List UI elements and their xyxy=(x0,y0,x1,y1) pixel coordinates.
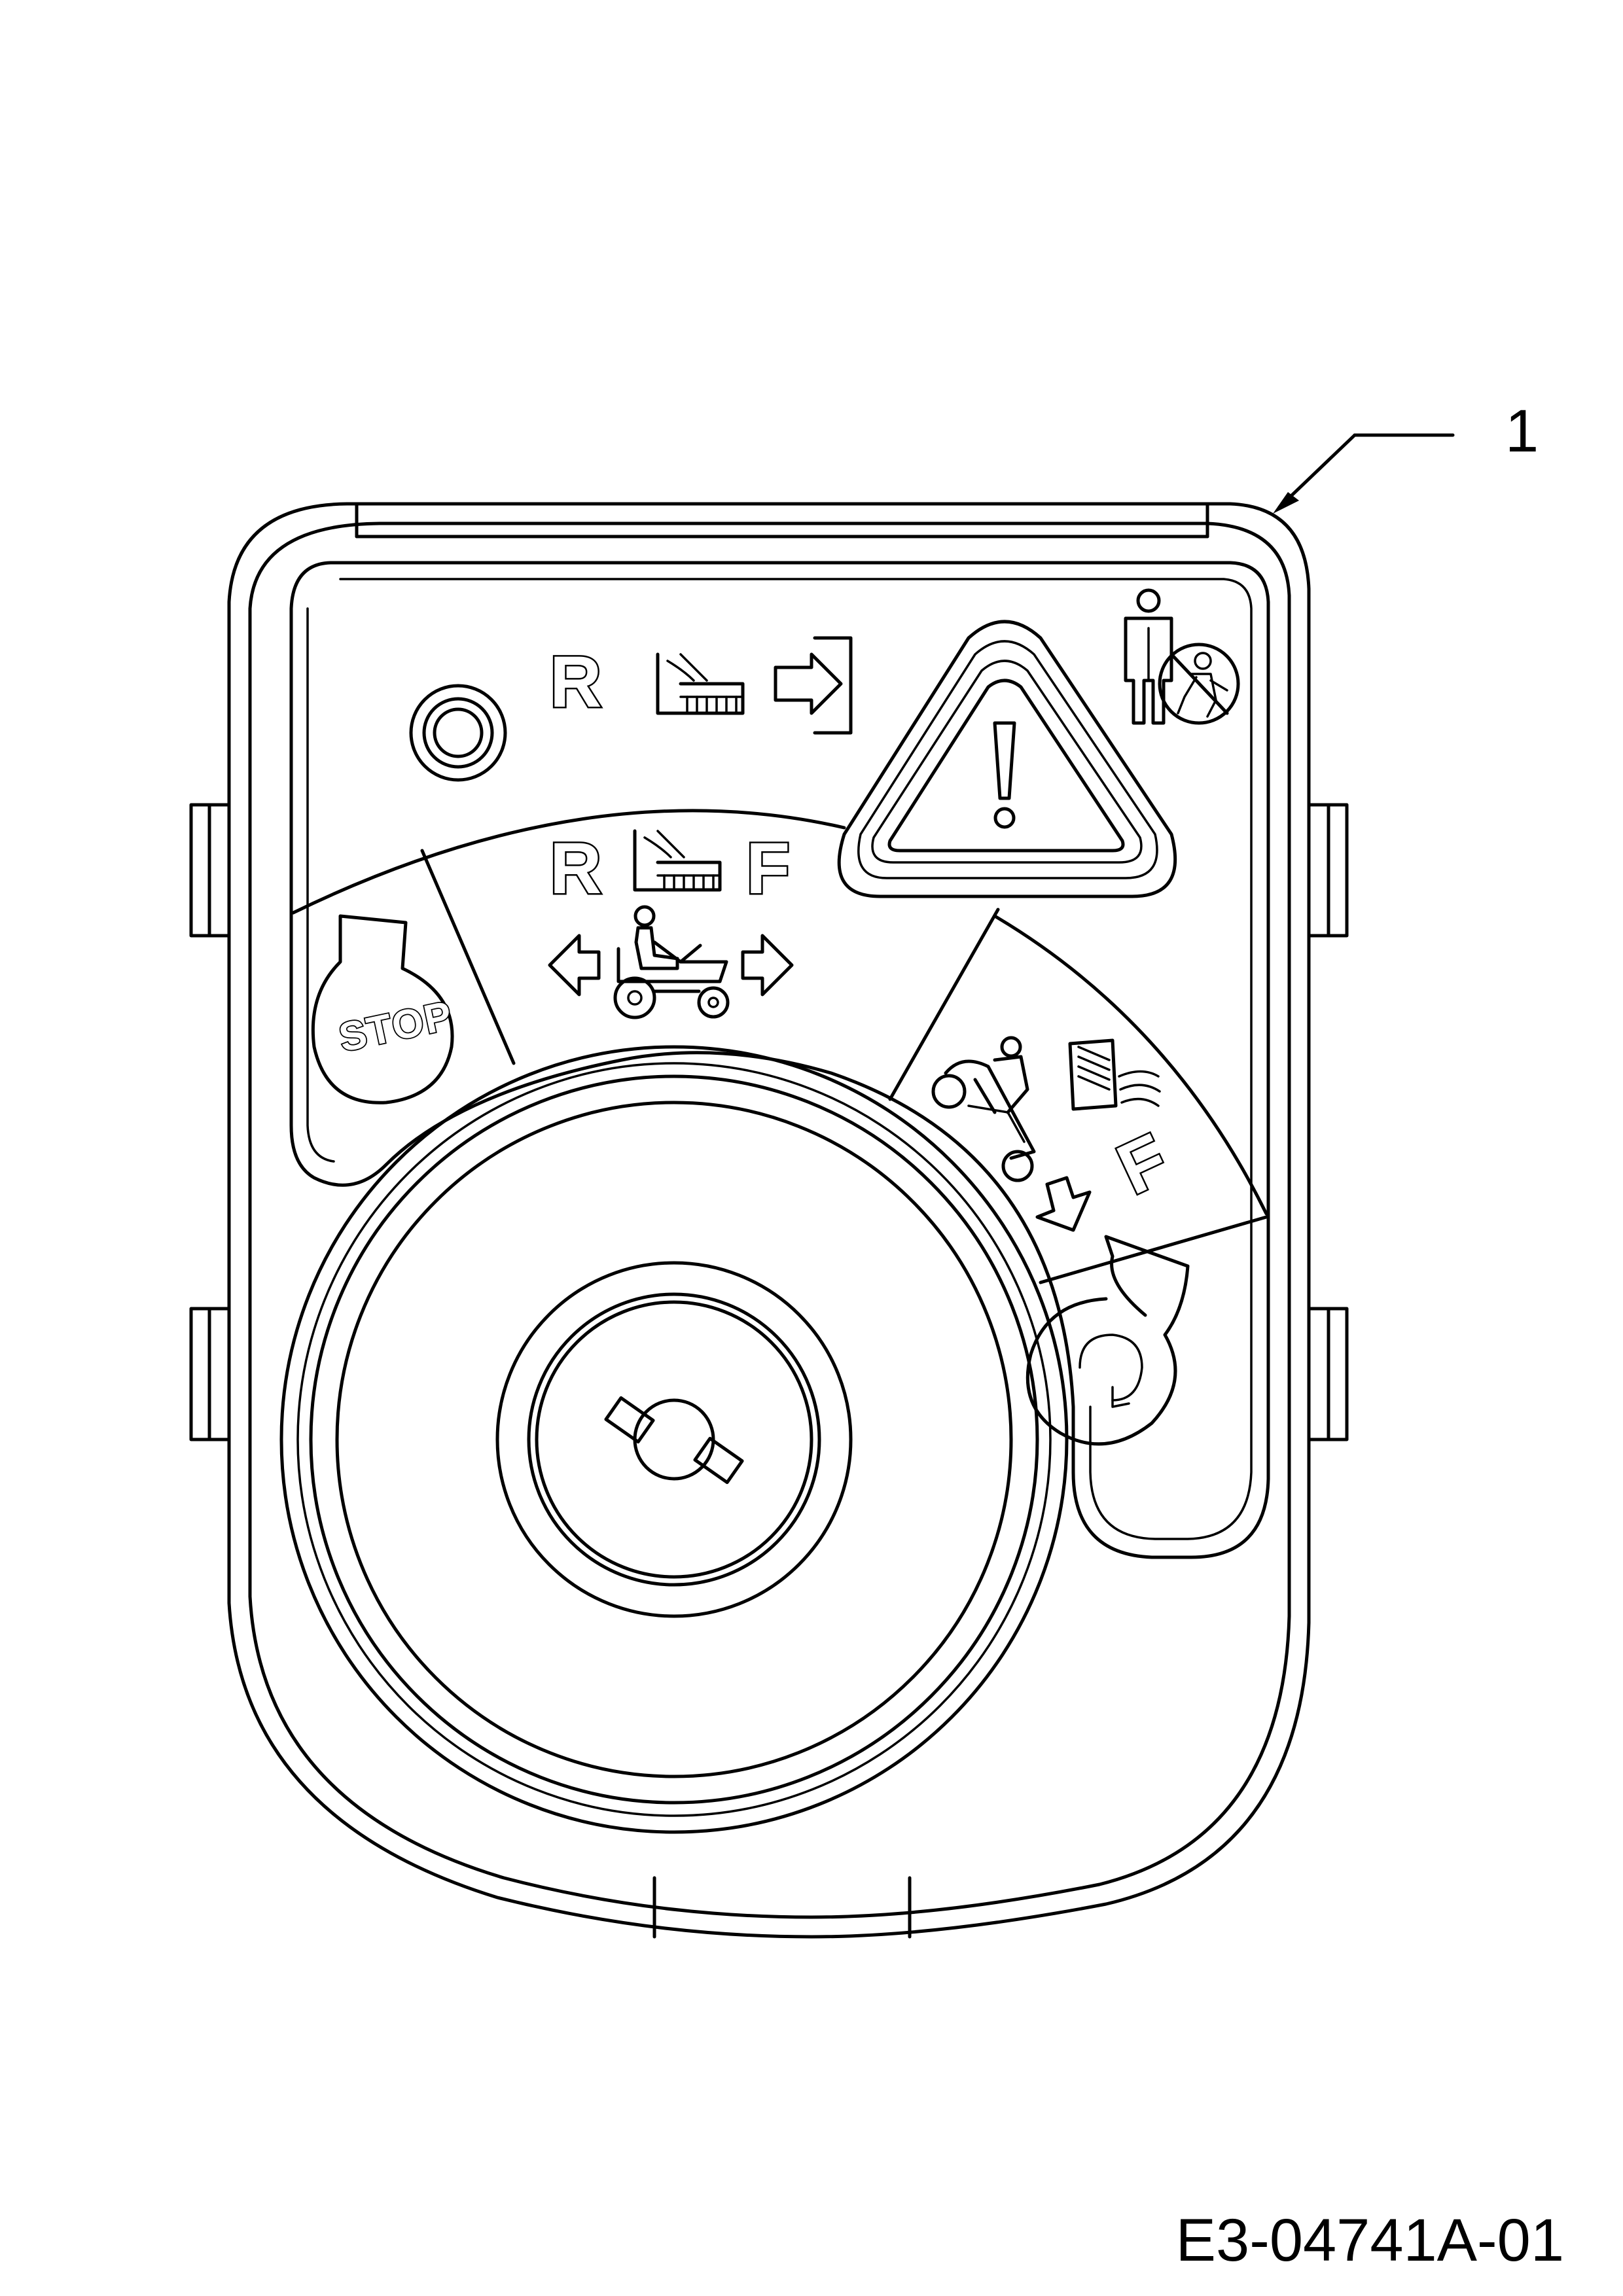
mid-row-reverse-label: R xyxy=(550,828,601,909)
position-arc xyxy=(291,809,1268,1284)
insert-arrow-icon xyxy=(774,636,853,735)
document-id: E3-04741A-01 xyxy=(1176,2207,1564,2274)
tilted-mower-icon xyxy=(931,1036,1036,1182)
mid-row-forward-label: F xyxy=(746,828,790,909)
right-segment-forward-label: F xyxy=(1106,1118,1180,1210)
stop-label: STOP xyxy=(335,993,457,1061)
callout-number: 1 xyxy=(1505,398,1539,465)
mowing-blade-icon-middle xyxy=(633,829,722,892)
face-panel xyxy=(289,561,1270,1559)
grass-bag-icon xyxy=(1068,1038,1161,1111)
riding-mower-icon xyxy=(613,905,730,1019)
right-arrow-icon xyxy=(741,934,794,997)
rotary-knob[interactable] xyxy=(279,1045,1069,1834)
no-children-bystanders-icon xyxy=(1124,588,1240,725)
switch-housing xyxy=(189,502,1349,1939)
callout-leader xyxy=(1273,433,1455,514)
down-arrow-icon xyxy=(1035,1176,1092,1232)
top-row-reverse-label: R xyxy=(550,642,601,722)
warning-triangle-icon xyxy=(837,620,1177,898)
stop-key-position-icon xyxy=(311,914,454,1104)
mowing-blade-icon xyxy=(656,652,745,715)
left-arrow-icon xyxy=(548,934,601,997)
indicator-ring-icon xyxy=(409,684,507,782)
ignition-keyhole-icon[interactable] xyxy=(495,1261,853,1618)
start-rotate-icon xyxy=(1026,1235,1190,1446)
